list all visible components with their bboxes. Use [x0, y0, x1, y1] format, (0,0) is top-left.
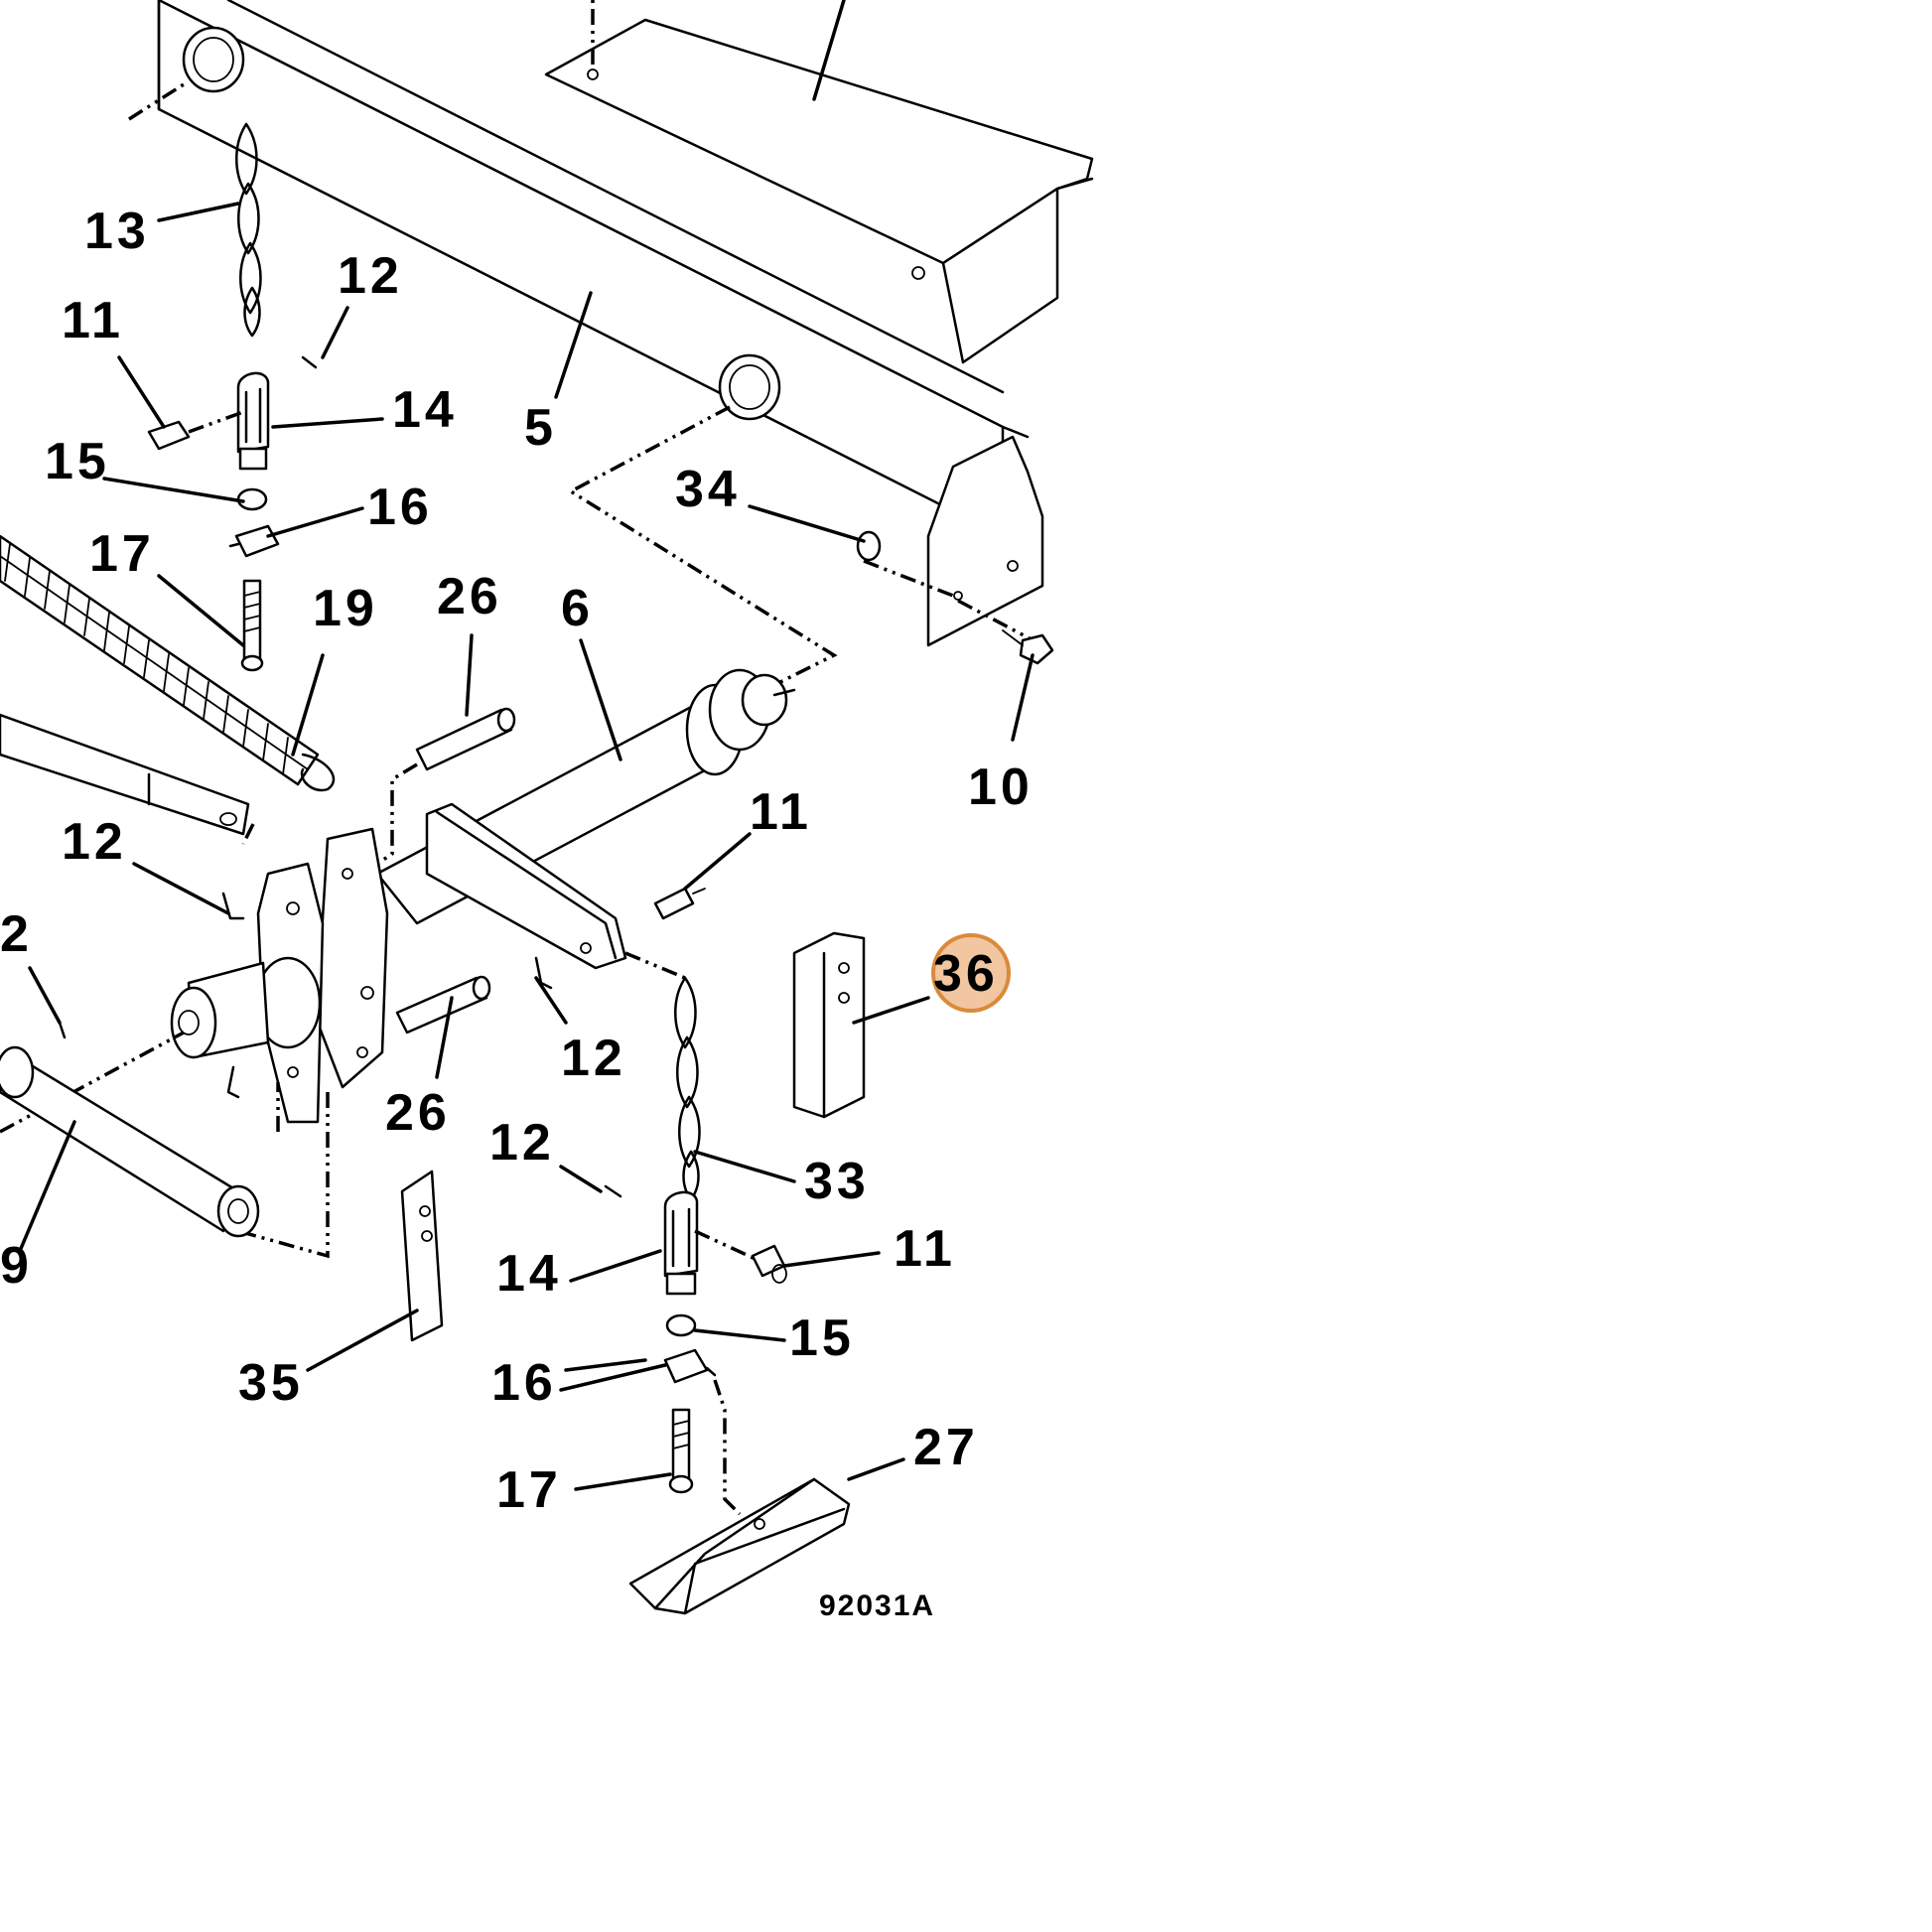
- lift-arm: [0, 713, 250, 836]
- callout-19[interactable]: 19: [313, 580, 378, 637]
- callout-36[interactable]: 36: [933, 945, 999, 1003]
- callout-15[interactable]: 15: [45, 433, 110, 490]
- beam-end-plate: [926, 435, 1044, 647]
- leader-lines: [18, 202, 1035, 1491]
- callout-5[interactable]: 5: [524, 399, 557, 457]
- callout-16[interactable]: 16: [491, 1354, 557, 1412]
- callout-6[interactable]: 6: [561, 580, 594, 637]
- lower-turnbuckle-assembly: [663, 1190, 787, 1516]
- callout-11[interactable]: 11: [894, 1220, 956, 1278]
- pin-26-lower: [395, 975, 491, 1035]
- spacer-35: [400, 1170, 444, 1342]
- bracket-27: [628, 1477, 851, 1615]
- callout-33[interactable]: 33: [804, 1153, 870, 1210]
- callout-12[interactable]: 12: [338, 247, 403, 305]
- callout-14[interactable]: 14: [496, 1245, 562, 1303]
- pin-26-upper: [376, 707, 516, 866]
- callout-13[interactable]: 13: [84, 203, 150, 260]
- callout-12[interactable]: 12: [561, 1030, 626, 1087]
- callout-11[interactable]: 11: [750, 783, 812, 841]
- upper-turnbuckle-assembly: [147, 355, 318, 672]
- spacer-36: [792, 931, 866, 1119]
- washer-34: [856, 530, 882, 562]
- callout-14[interactable]: 14: [392, 381, 458, 439]
- callout-26[interactable]: 26: [437, 568, 502, 625]
- axle-6: [375, 668, 796, 925]
- callout-11[interactable]: 11: [62, 292, 124, 349]
- figure-id: 92031A: [819, 1589, 935, 1622]
- callout-12[interactable]: 12: [62, 813, 127, 871]
- cotter-pin: [226, 1065, 240, 1099]
- callout-10[interactable]: 10: [968, 759, 1034, 816]
- spring-19: [0, 534, 336, 792]
- highlight-marker: [931, 933, 1011, 1013]
- callout-34[interactable]: 34: [675, 461, 741, 518]
- callout-2[interactable]: 2: [0, 905, 33, 963]
- callouts: 13 12 11 14 5 15 16 17 34 26 19 6 10 11 …: [0, 203, 1034, 1519]
- hub-assembly: [170, 827, 389, 1124]
- callout-9[interactable]: 9: [0, 1237, 33, 1295]
- axle-bracket: [425, 802, 627, 970]
- callout-12[interactable]: 12: [489, 1114, 555, 1172]
- pin-11-middle: [653, 887, 706, 920]
- cotter-pin: [604, 1184, 622, 1198]
- cotter-pin: [58, 1021, 67, 1039]
- callout-17[interactable]: 17: [89, 525, 155, 583]
- callout-15[interactable]: 15: [789, 1310, 855, 1367]
- callout-35[interactable]: 35: [238, 1354, 304, 1412]
- callout-27[interactable]: 27: [913, 1419, 979, 1476]
- cotter-pin: [221, 892, 245, 920]
- chain-lower: [624, 951, 701, 1201]
- callout-26[interactable]: 26: [385, 1084, 451, 1142]
- shield-panel: [544, 0, 1094, 364]
- callout-16[interactable]: 16: [367, 479, 433, 536]
- pin-9: [0, 1045, 260, 1238]
- chain-upper: [235, 122, 262, 338]
- bolt-10: [1002, 629, 1054, 665]
- callout-17[interactable]: 17: [496, 1461, 562, 1519]
- frame-beam: [157, 0, 1030, 538]
